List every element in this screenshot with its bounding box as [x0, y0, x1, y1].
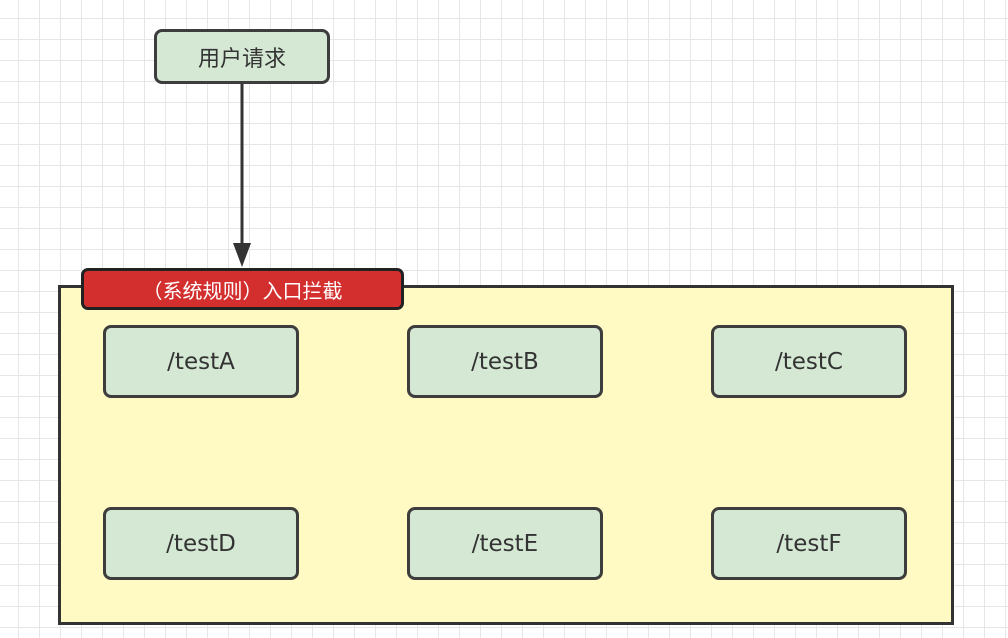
arrowhead-icon: [233, 243, 251, 267]
user-request-node: 用户请求: [154, 29, 330, 84]
endpoint-test-c: /testC: [711, 325, 907, 398]
endpoint-test-f: /testF: [711, 507, 907, 580]
endpoint-test-a: /testA: [103, 325, 299, 398]
endpoint-test-d: /testD: [103, 507, 299, 580]
endpoint-test-b: /testB: [407, 325, 603, 398]
entry-interception-label: （系统规则）入口拦截: [81, 268, 404, 310]
endpoint-test-e: /testE: [407, 507, 603, 580]
